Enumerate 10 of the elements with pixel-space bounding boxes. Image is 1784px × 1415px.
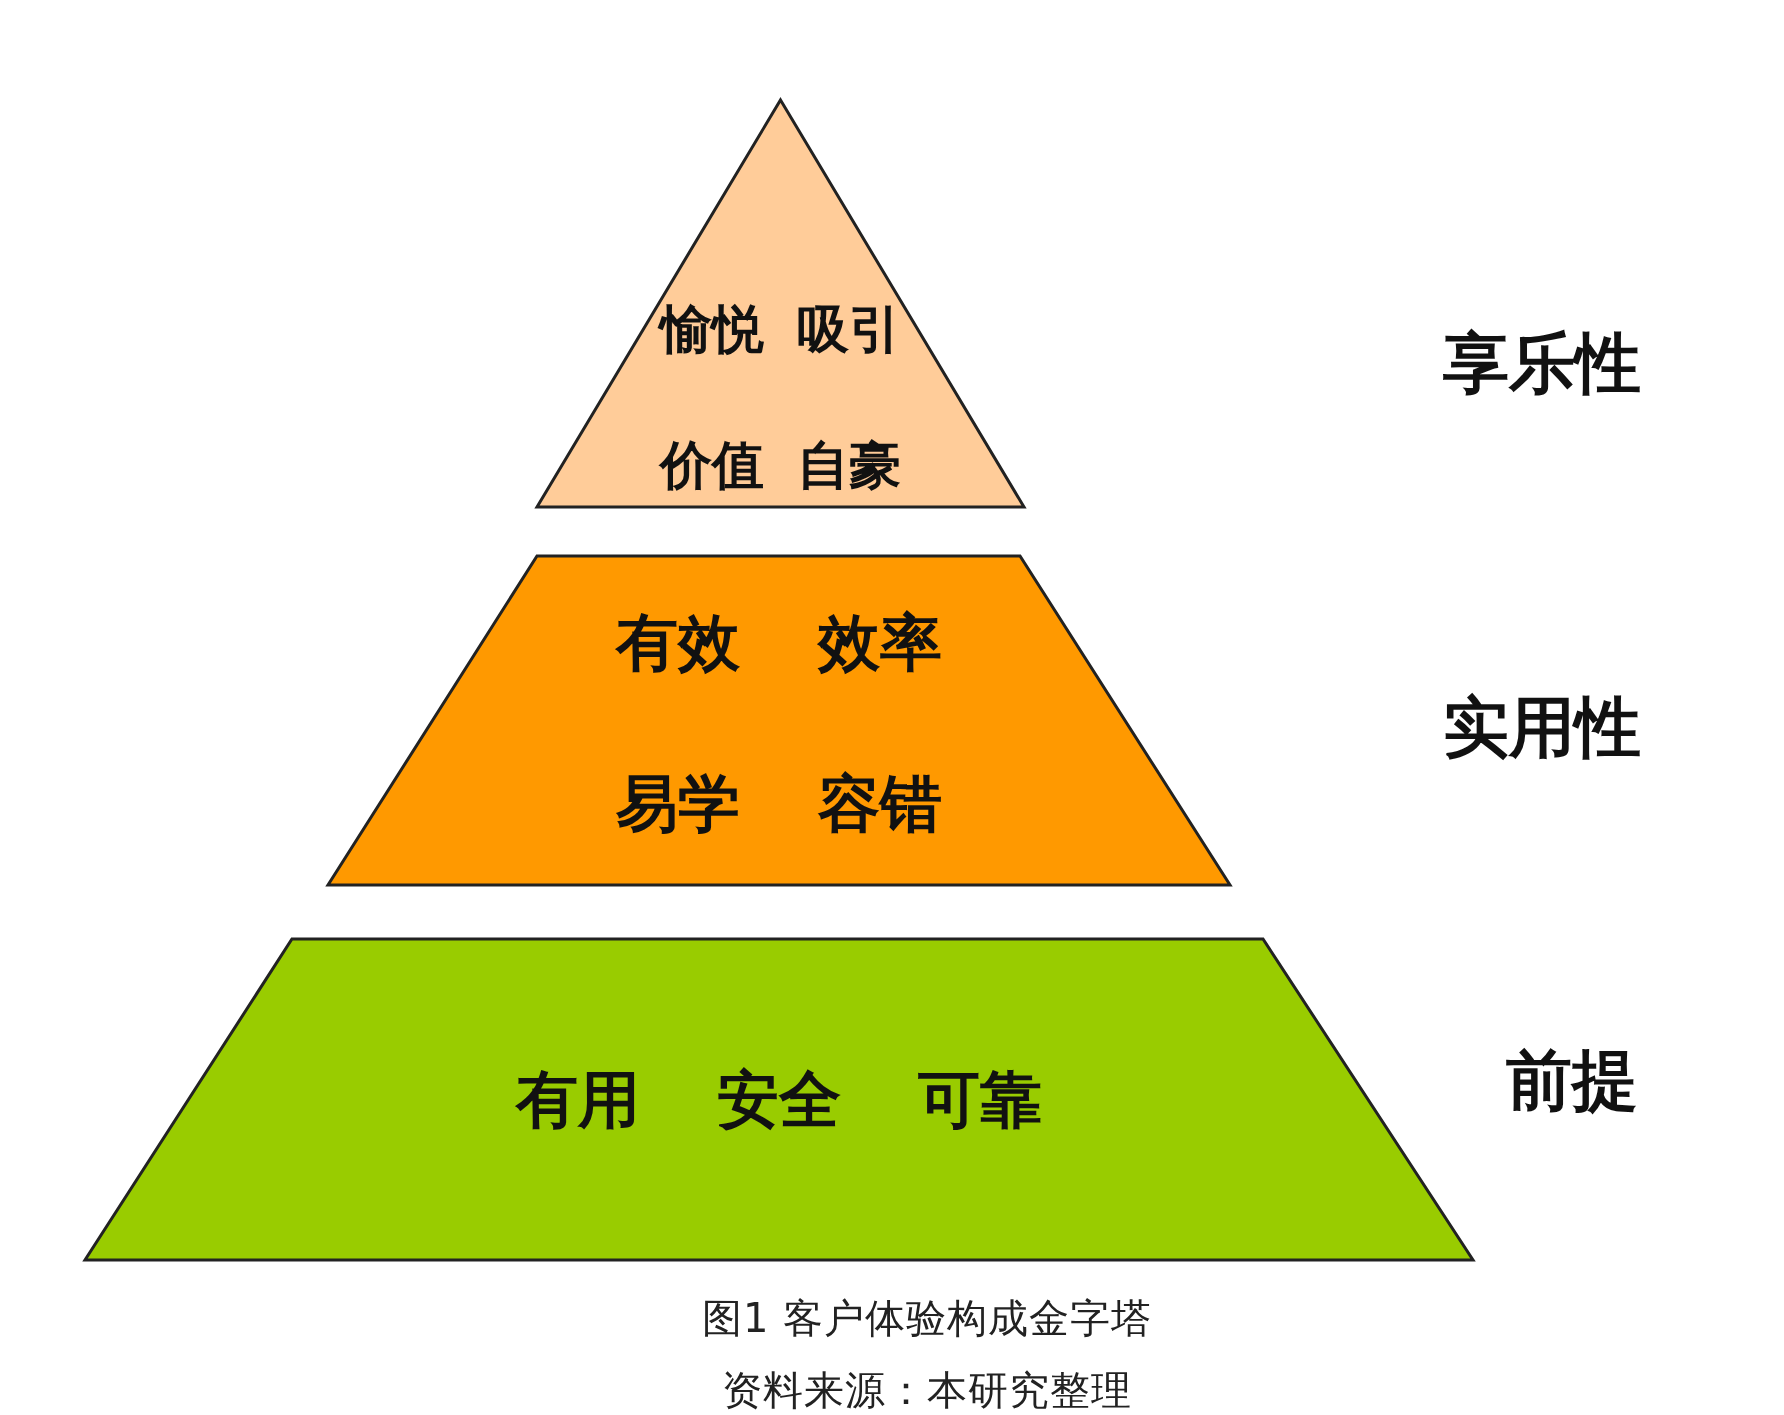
tier-label: 前提 [1506, 1041, 1638, 1121]
tier-text: 有效 效率 [616, 605, 942, 681]
tier-text: 有用 安全 可靠 [515, 1062, 1043, 1138]
tier-text: 易学 容错 [616, 766, 942, 842]
tier-text: 价值 自豪 [659, 434, 902, 497]
tier-text: 愉悦 吸引 [659, 298, 902, 361]
tier-label: 享乐性 [1443, 324, 1641, 404]
tier-label: 实用性 [1443, 688, 1641, 768]
figure-caption: 图1 客户体验构成金字塔 [701, 1293, 1153, 1343]
source-note: 资料来源：本研究整理 [722, 1365, 1132, 1415]
